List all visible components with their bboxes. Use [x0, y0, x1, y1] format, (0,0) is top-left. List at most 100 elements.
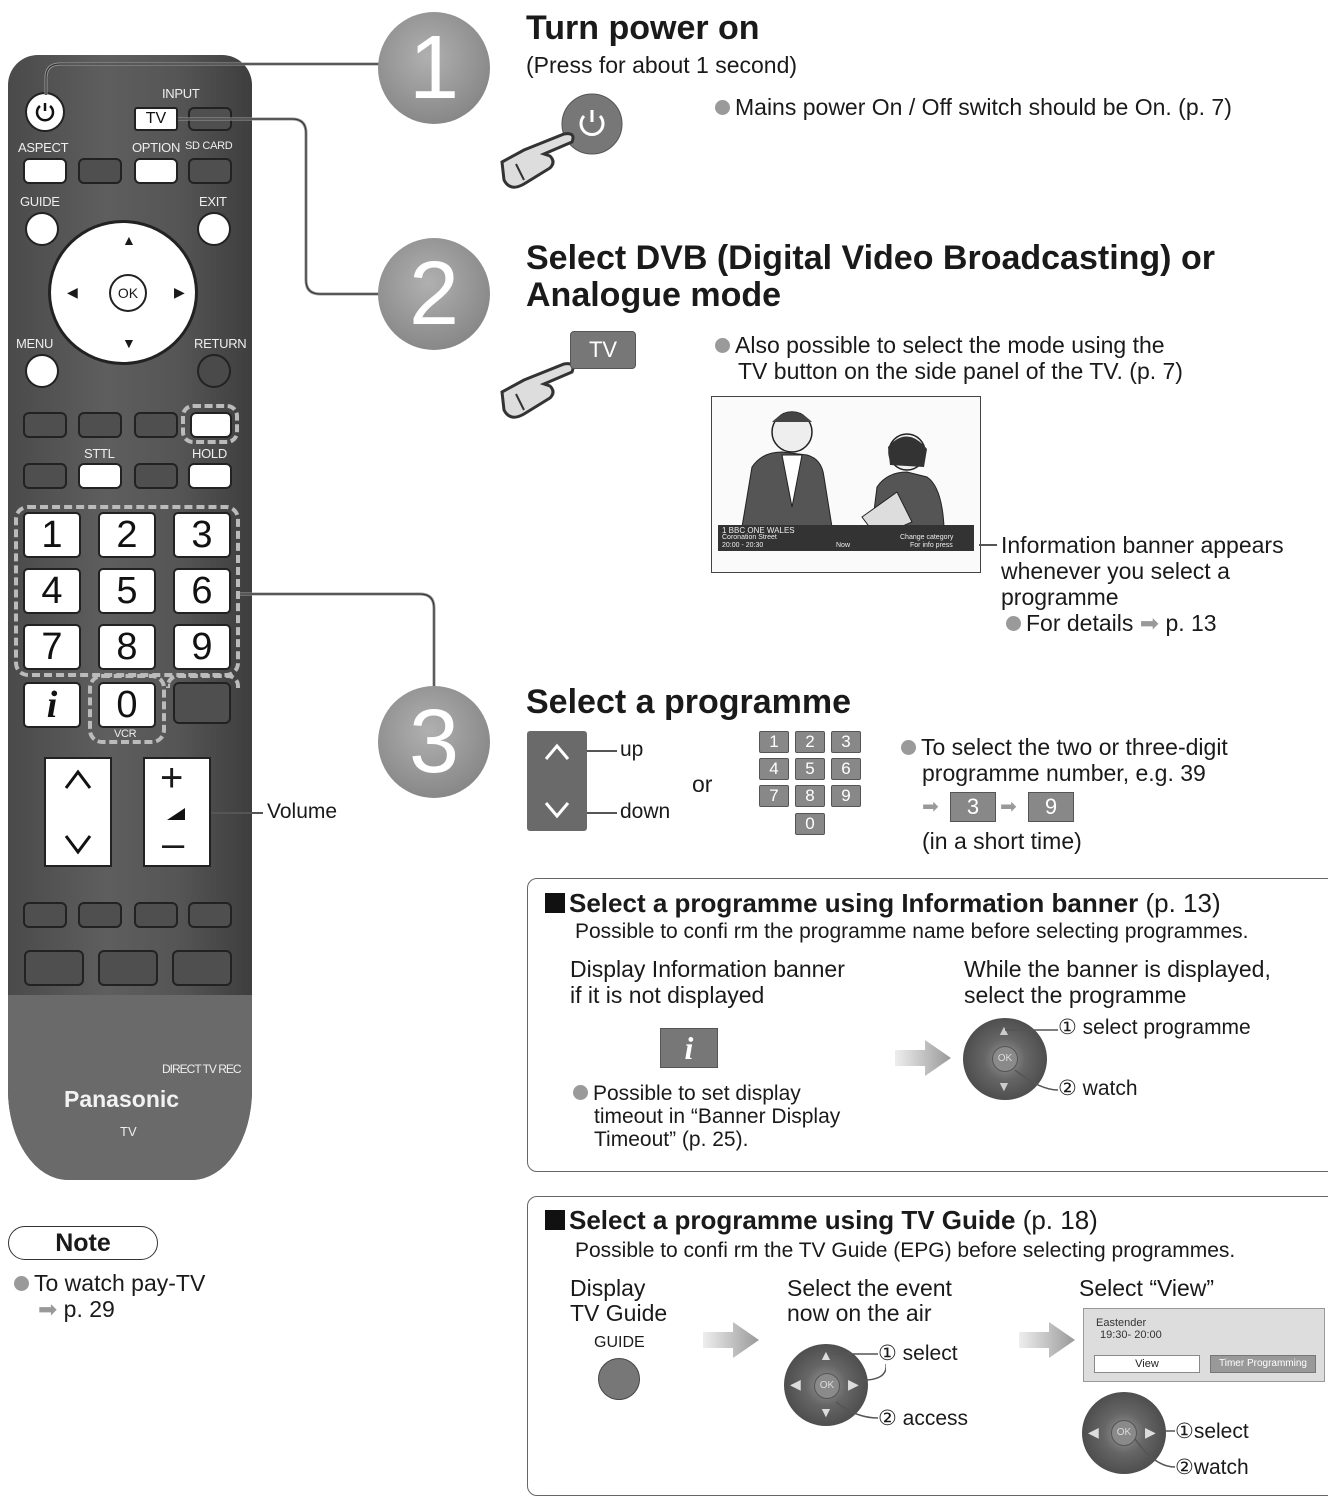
up-arrow-icon: [544, 743, 570, 760]
info-tip-line3: Timeout” (p. 25).: [594, 1128, 749, 1151]
epg-timer-button[interactable]: Timer Programming: [1210, 1355, 1316, 1373]
arrow-down-icon: ▼: [122, 335, 136, 351]
guide-col1-line1: Display: [570, 1275, 646, 1301]
hold-button[interactable]: [188, 463, 232, 489]
vcr-button-7[interactable]: [172, 950, 232, 986]
power-button[interactable]: [25, 92, 65, 132]
menu-label: MENU: [16, 336, 54, 351]
text-button[interactable]: [23, 463, 67, 489]
hand-press-icon: [500, 93, 623, 189]
highlight-dashed: [181, 404, 239, 444]
step-1-title: Turn power on: [526, 9, 760, 47]
callout-lines-1: [1005, 1029, 1059, 1091]
callout-lines-2: [831, 1353, 886, 1419]
arrow-up-icon: ▲: [122, 232, 136, 248]
key-4[interactable]: 4: [23, 568, 81, 614]
short-time-label: (in a short time): [922, 828, 1082, 854]
volume-icon: [167, 808, 185, 820]
epg-time: 19:30- 20:00: [1100, 1329, 1162, 1341]
vcr-button-6[interactable]: [98, 950, 158, 986]
step-arrow-icon: [1019, 1322, 1075, 1358]
menu-button[interactable]: [25, 354, 59, 388]
info-button-illustration: i: [660, 1028, 718, 1068]
blue-button[interactable]: [190, 412, 232, 438]
key-9[interactable]: 9: [173, 624, 231, 670]
option-button[interactable]: [134, 158, 178, 184]
callout-lines-3: [1134, 1430, 1176, 1468]
guide-label: GUIDE: [20, 194, 60, 209]
step-3-note-line1: To select the two or three-digit: [901, 734, 1228, 760]
bullet-icon: [715, 100, 730, 115]
step-3-title: Select a programme: [526, 683, 852, 721]
mini-key-7: 7: [759, 785, 789, 807]
vcr-button-3[interactable]: [134, 902, 178, 928]
select-programme-label: ① select programme: [1058, 1016, 1251, 1039]
digit-a: 3: [950, 792, 996, 822]
info-panel-title: Select a programme using Information ban…: [545, 888, 1221, 919]
guide-button[interactable]: [25, 212, 59, 246]
sdcard-label: SD CARD: [185, 140, 233, 152]
square-bullet-icon: [545, 1210, 565, 1230]
info-right-line2: select the programme: [964, 982, 1187, 1008]
last-view-button[interactable]: [173, 682, 231, 724]
bullet-icon: [573, 1085, 588, 1100]
arrow-icon: ➡: [1000, 796, 1017, 818]
step-2-note-line2: TV button on the side panel of the TV. (…: [738, 358, 1183, 384]
volume-plus-icon: +: [160, 756, 184, 800]
key-3[interactable]: 3: [173, 512, 231, 558]
tv-screen-illustration: 1 BBC ONE WALES Coronation Street 20:00 …: [711, 396, 981, 573]
sttl-button[interactable]: [78, 463, 122, 489]
channel-rocker[interactable]: [44, 757, 112, 867]
key-2[interactable]: 2: [98, 512, 156, 558]
volume-callout-line: [211, 812, 263, 814]
square-bullet-icon: [545, 893, 565, 913]
key-5[interactable]: 5: [98, 568, 156, 614]
ok-illustration-2: OK: [814, 1373, 840, 1399]
step-arrow-icon: [895, 1040, 951, 1076]
key-7[interactable]: 7: [23, 624, 81, 670]
epg-view-button[interactable]: View: [1094, 1355, 1200, 1373]
vcr-button-5[interactable]: [24, 950, 84, 986]
key-6[interactable]: 6: [173, 568, 231, 614]
volume-label: Volume: [267, 800, 338, 823]
key-0[interactable]: 0: [98, 682, 156, 728]
people-illustration: [741, 411, 945, 538]
exit-button[interactable]: [197, 212, 231, 246]
info-tip-line1: Possible to set display: [573, 1082, 801, 1105]
return-button[interactable]: [197, 354, 231, 388]
ok-illustration-1: OK: [992, 1046, 1018, 1072]
step-2-title-line2: Analogue mode: [526, 276, 782, 314]
guide-panel-title: Select a programme using TV Guide (p. 18…: [545, 1205, 1098, 1236]
red-button[interactable]: [23, 412, 67, 438]
sttl-label: STTL: [84, 446, 115, 461]
step-1-note: Mains power On / Off switch should be On…: [715, 94, 1232, 120]
channel-down-icon: [64, 835, 92, 855]
aspect-button[interactable]: [23, 158, 67, 184]
up-arrow-icon: ▲: [997, 1022, 1011, 1038]
last-highlight: [166, 674, 240, 688]
vcr-button-2[interactable]: [78, 902, 122, 928]
guide-select-label-2: ①select: [1175, 1420, 1249, 1443]
yellow-button[interactable]: [134, 412, 178, 438]
exit-label: EXIT: [199, 194, 227, 209]
key-1[interactable]: 1: [23, 512, 81, 558]
vcr-button-1[interactable]: [23, 902, 67, 928]
key-8[interactable]: 8: [98, 624, 156, 670]
mini-key-1: 1: [759, 731, 789, 753]
guide-access-label: ② access: [878, 1407, 969, 1430]
index-button[interactable]: [134, 463, 178, 489]
bullet-icon: [1006, 616, 1021, 631]
step-3-badge: 3: [378, 686, 490, 798]
sdcard-button[interactable]: [188, 158, 232, 184]
key-info[interactable]: i: [23, 682, 81, 728]
vcr-button-4[interactable]: [188, 902, 232, 928]
volume-rocker[interactable]: [143, 757, 211, 867]
guide-select-label: ① select: [878, 1342, 958, 1365]
green-button[interactable]: [78, 412, 122, 438]
tv-input-button[interactable]: TV: [134, 107, 178, 131]
ok-button[interactable]: OK: [109, 274, 147, 312]
epg-title: Eastender: [1096, 1317, 1147, 1329]
blank-button-1[interactable]: [78, 158, 122, 184]
info-panel-subtitle: Possible to confi rm the programme name …: [575, 920, 1249, 943]
